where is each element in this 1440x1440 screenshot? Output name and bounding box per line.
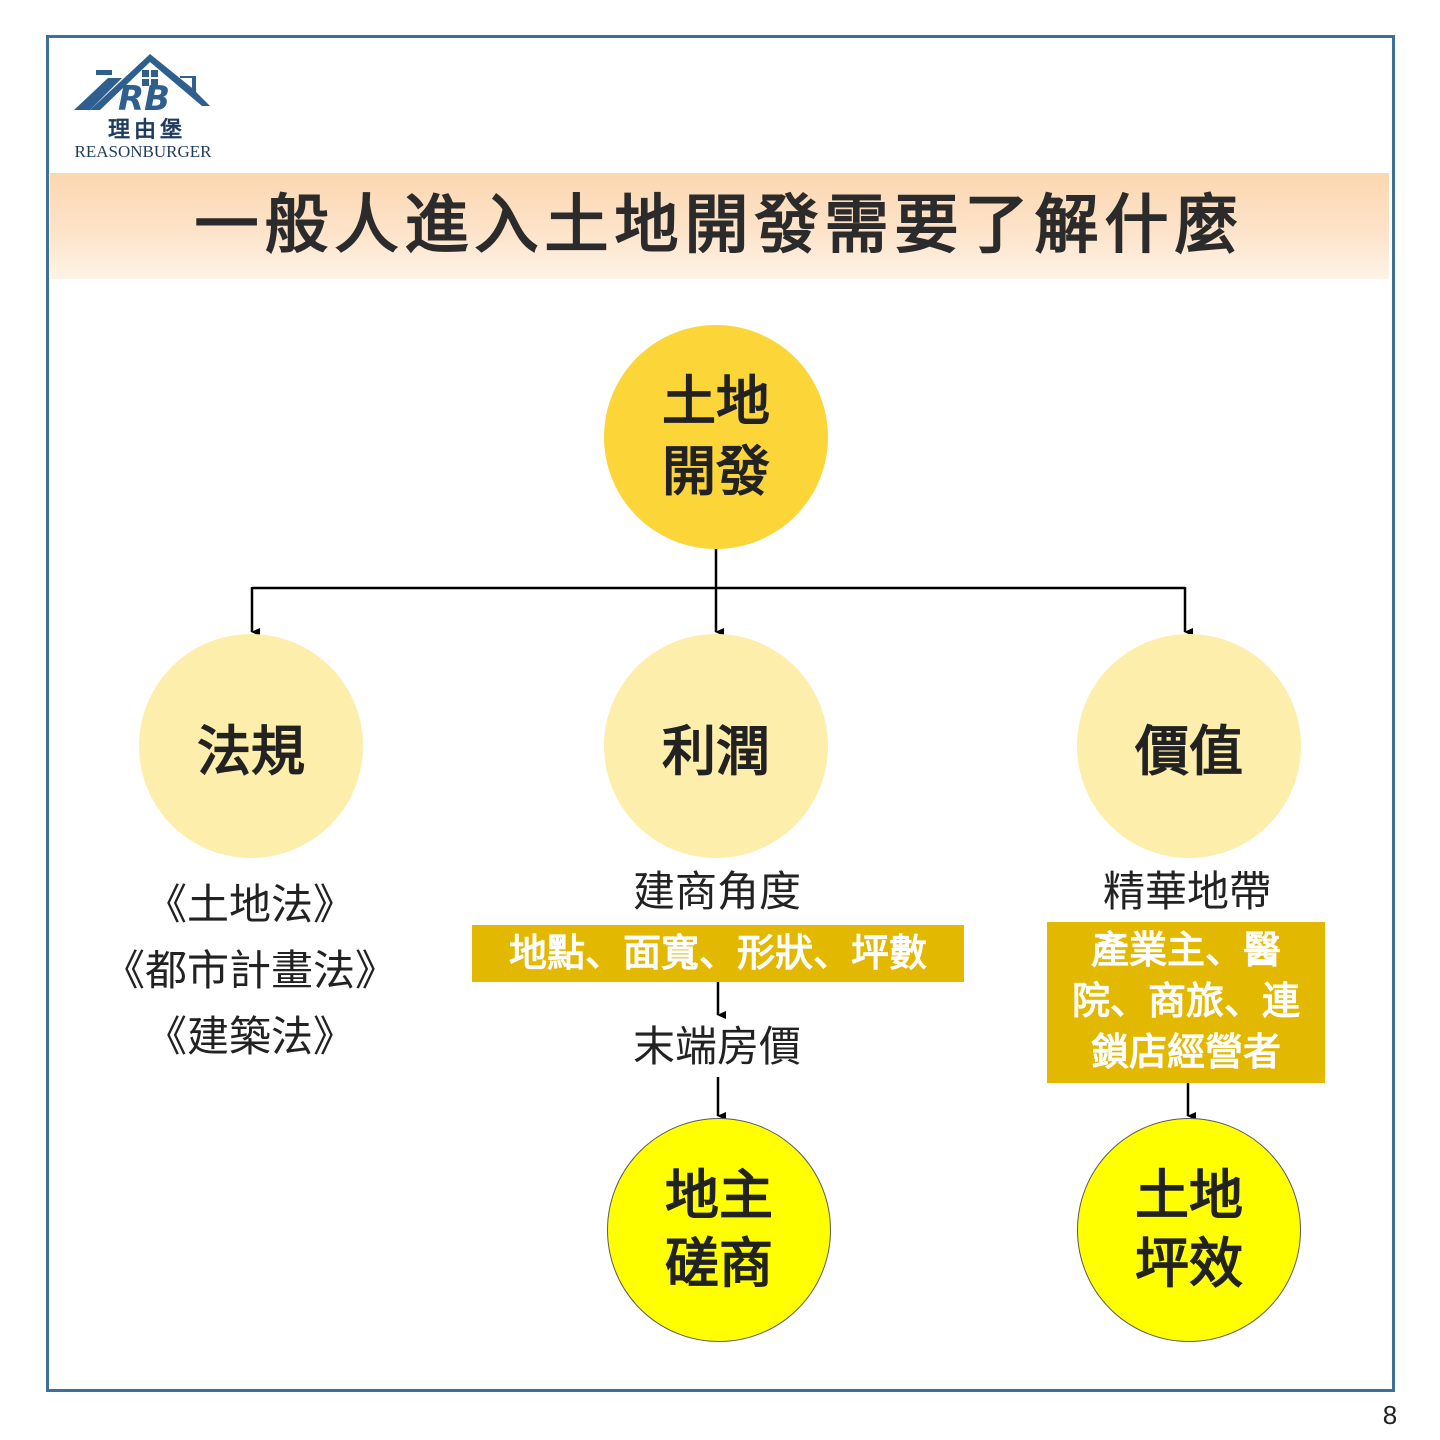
law-item: 《土地法》 bbox=[144, 880, 355, 929]
page-number: 8 bbox=[1382, 1400, 1398, 1430]
efficiency-label-line1: 土地 bbox=[1135, 1164, 1243, 1227]
root-node-land-development: 土地 開發 bbox=[604, 325, 828, 549]
logo-house-icon: RB bbox=[74, 54, 210, 119]
branch-node-profit: 利潤 bbox=[604, 634, 828, 858]
slide-frame bbox=[46, 35, 1395, 1392]
logo-mark: RB bbox=[118, 79, 170, 119]
profit-factors-box: 地點、面寬、形狀、坪數 bbox=[472, 925, 964, 982]
builder-perspective-text: 建商角度 bbox=[632, 867, 801, 916]
prime-area-text: 精華地帶 bbox=[1102, 867, 1271, 916]
operators-line: 鎖店經營者 bbox=[1090, 1030, 1281, 1074]
branch-profit-label: 利潤 bbox=[662, 719, 770, 783]
root-label-line2: 開發 bbox=[662, 440, 770, 503]
landowner-label-line2: 磋商 bbox=[665, 1232, 773, 1295]
landowner-label-line1: 地主 bbox=[665, 1164, 773, 1227]
operators-line: 產業主、醫 bbox=[1090, 928, 1281, 972]
logo-name-cn: 理由堡 bbox=[107, 117, 186, 143]
law-item: 《都市計畫法》 bbox=[102, 946, 397, 995]
operators-line: 院、商旅、連 bbox=[1071, 979, 1300, 1023]
end-price-text: 末端房價 bbox=[632, 1022, 801, 1071]
law-list: 《土地法》 《都市計畫法》 《建築法》 bbox=[90, 872, 410, 1070]
logo-name-en: REASONBURGER bbox=[74, 142, 212, 161]
branch-law-label: 法規 bbox=[197, 719, 305, 783]
branch-value-label: 價值 bbox=[1135, 719, 1243, 783]
page-title: 一般人進入土地開發需要了解什麼 bbox=[194, 189, 1245, 263]
branch-node-value: 價值 bbox=[1077, 634, 1301, 858]
law-item: 《建築法》 bbox=[144, 1012, 355, 1061]
title-band: 一般人進入土地開發需要了解什麼 bbox=[50, 173, 1389, 279]
branch-node-law: 法規 bbox=[139, 634, 363, 858]
root-label-line1: 土地 bbox=[662, 370, 770, 433]
operators-box: 產業主、醫 院、商旅、連 鎖店經營者 bbox=[1047, 922, 1325, 1083]
result-node-land-efficiency: 土地 坪效 bbox=[1077, 1118, 1301, 1342]
result-node-landowner-negotiation: 地主 磋商 bbox=[607, 1118, 831, 1342]
efficiency-label-line2: 坪效 bbox=[1135, 1232, 1243, 1295]
